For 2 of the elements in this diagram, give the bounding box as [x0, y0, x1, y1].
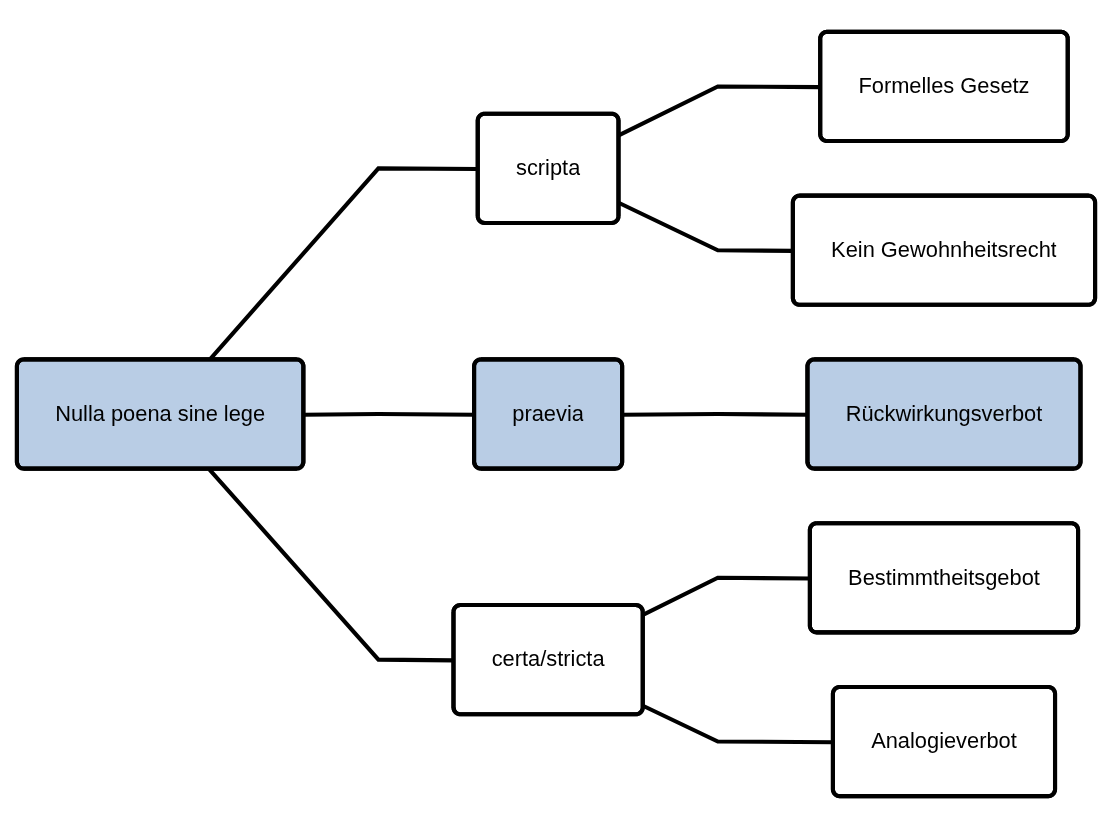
- connector: [642, 575, 811, 617]
- connector: [642, 704, 834, 745]
